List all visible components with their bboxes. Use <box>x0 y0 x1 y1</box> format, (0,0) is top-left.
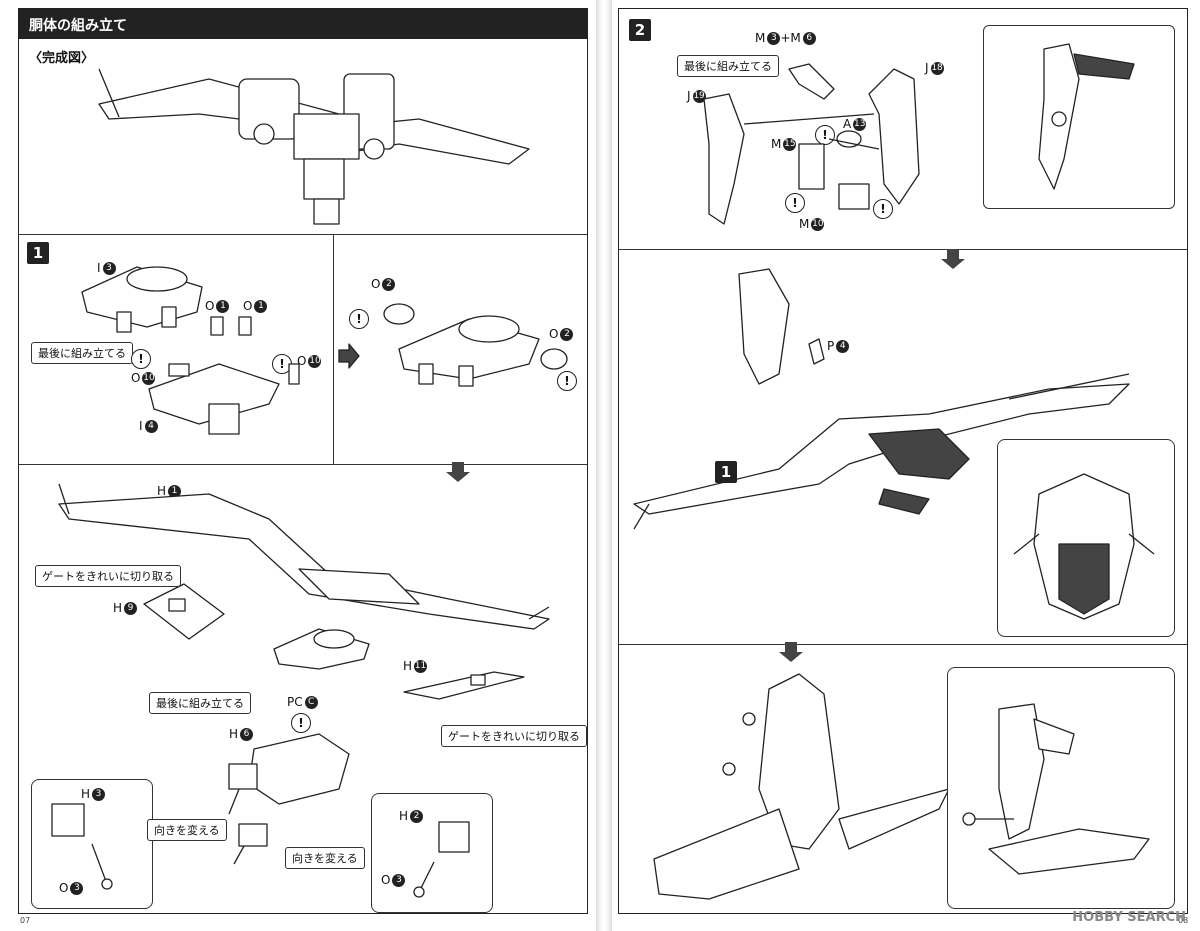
gate-cut-tag-2: ゲートをきれいに切り取る <box>441 725 587 747</box>
warning-icon: ! <box>349 309 369 329</box>
detail-box-h2 <box>371 793 493 913</box>
part-h9-illustration <box>143 583 225 640</box>
change-direction-tag-1: 向きを変える <box>147 819 227 841</box>
step1-assembled-illustration <box>383 303 568 387</box>
part-h3-illustration <box>51 803 113 890</box>
assemble-last-tag-1: 最後に組み立てる <box>31 342 133 364</box>
part-h11-illustration <box>403 671 525 700</box>
part-o1-illustration <box>210 316 252 336</box>
watermark: HOBBY SEARCH <box>1072 910 1186 925</box>
step1-subassembly-illustration <box>273 628 370 670</box>
next-arrow-icon <box>338 343 360 369</box>
completed-body-illustration <box>98 68 530 225</box>
part-i4-illustration <box>148 363 300 435</box>
change-direction-tag-2: 向きを変える <box>285 847 365 869</box>
step2-parts-illustration <box>703 63 920 225</box>
warning-icon: ! <box>785 193 805 213</box>
final-detail-illustration <box>962 703 1150 875</box>
part-h2-illustration <box>413 821 470 898</box>
step-number-1: 1 <box>27 242 49 264</box>
down-arrow-icon <box>779 642 803 662</box>
assemble-last-tag-right: 最後に組み立てる <box>677 55 779 77</box>
warning-icon: ! <box>873 199 893 219</box>
step2-body-assembly-illustration <box>633 268 1130 530</box>
down-arrow-icon <box>941 249 965 269</box>
page-number-right: 08 <box>1178 916 1189 925</box>
assemble-last-tag-2: 最後に組み立てる <box>149 692 251 714</box>
part-i3-illustration <box>81 266 203 333</box>
warning-icon: ! <box>815 125 835 145</box>
completed-figure-label: 〈完成図〉 <box>29 51 95 66</box>
page-number-left: 07 <box>20 916 31 925</box>
final-assembly-illustration <box>653 673 950 900</box>
step2-detail-illustration <box>1038 43 1135 190</box>
warning-icon: ! <box>291 713 311 733</box>
body-detail-illustration <box>1013 473 1155 620</box>
warning-icon: ! <box>557 371 577 391</box>
section-header: 胴体の組み立て <box>19 9 587 39</box>
gate-cut-tag-1: ゲートをきれいに切り取る <box>35 565 181 587</box>
section-title: 胴体の組み立て <box>29 18 127 34</box>
down-arrow-icon <box>446 462 470 482</box>
part-h1-wing-illustration <box>58 483 550 630</box>
step-number-2: 2 <box>629 19 651 41</box>
warning-icon: ! <box>131 349 151 369</box>
book-spine <box>596 0 612 931</box>
step-ref-1-badge: 1 <box>715 461 737 483</box>
part-h6-illustration <box>228 733 350 865</box>
